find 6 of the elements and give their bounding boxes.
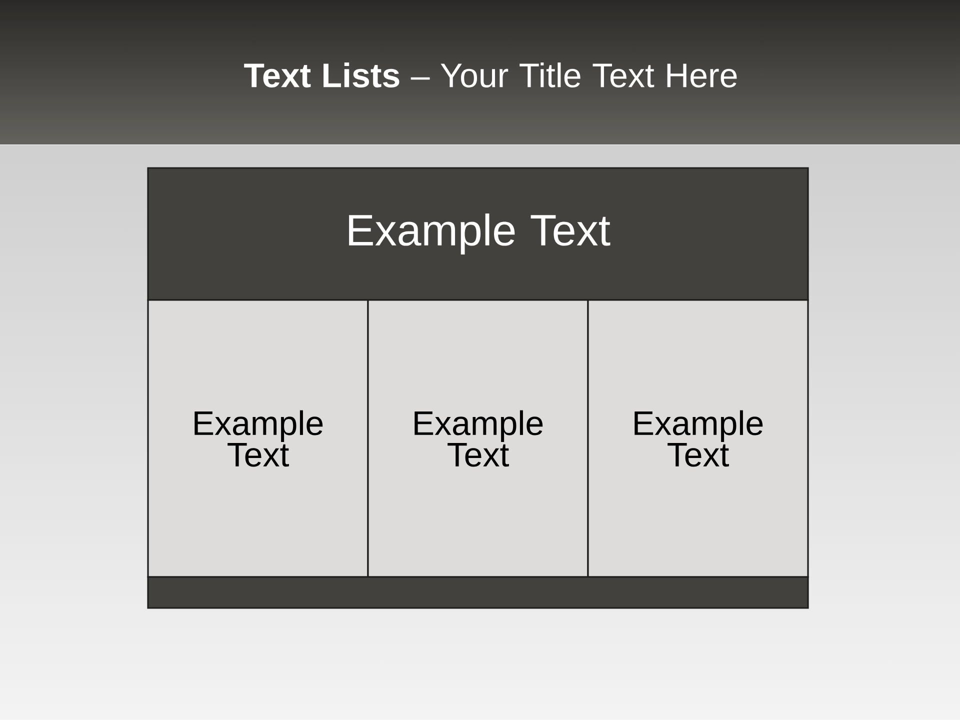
text-cell: Example Text [367,299,589,578]
text-cell: Example Text [147,299,369,578]
header-band: Example Text [147,167,809,301]
title: Text Lists – Your Title Text Here [244,62,737,88]
footer-bar [147,576,809,609]
text-cell: Example Text [587,299,809,578]
